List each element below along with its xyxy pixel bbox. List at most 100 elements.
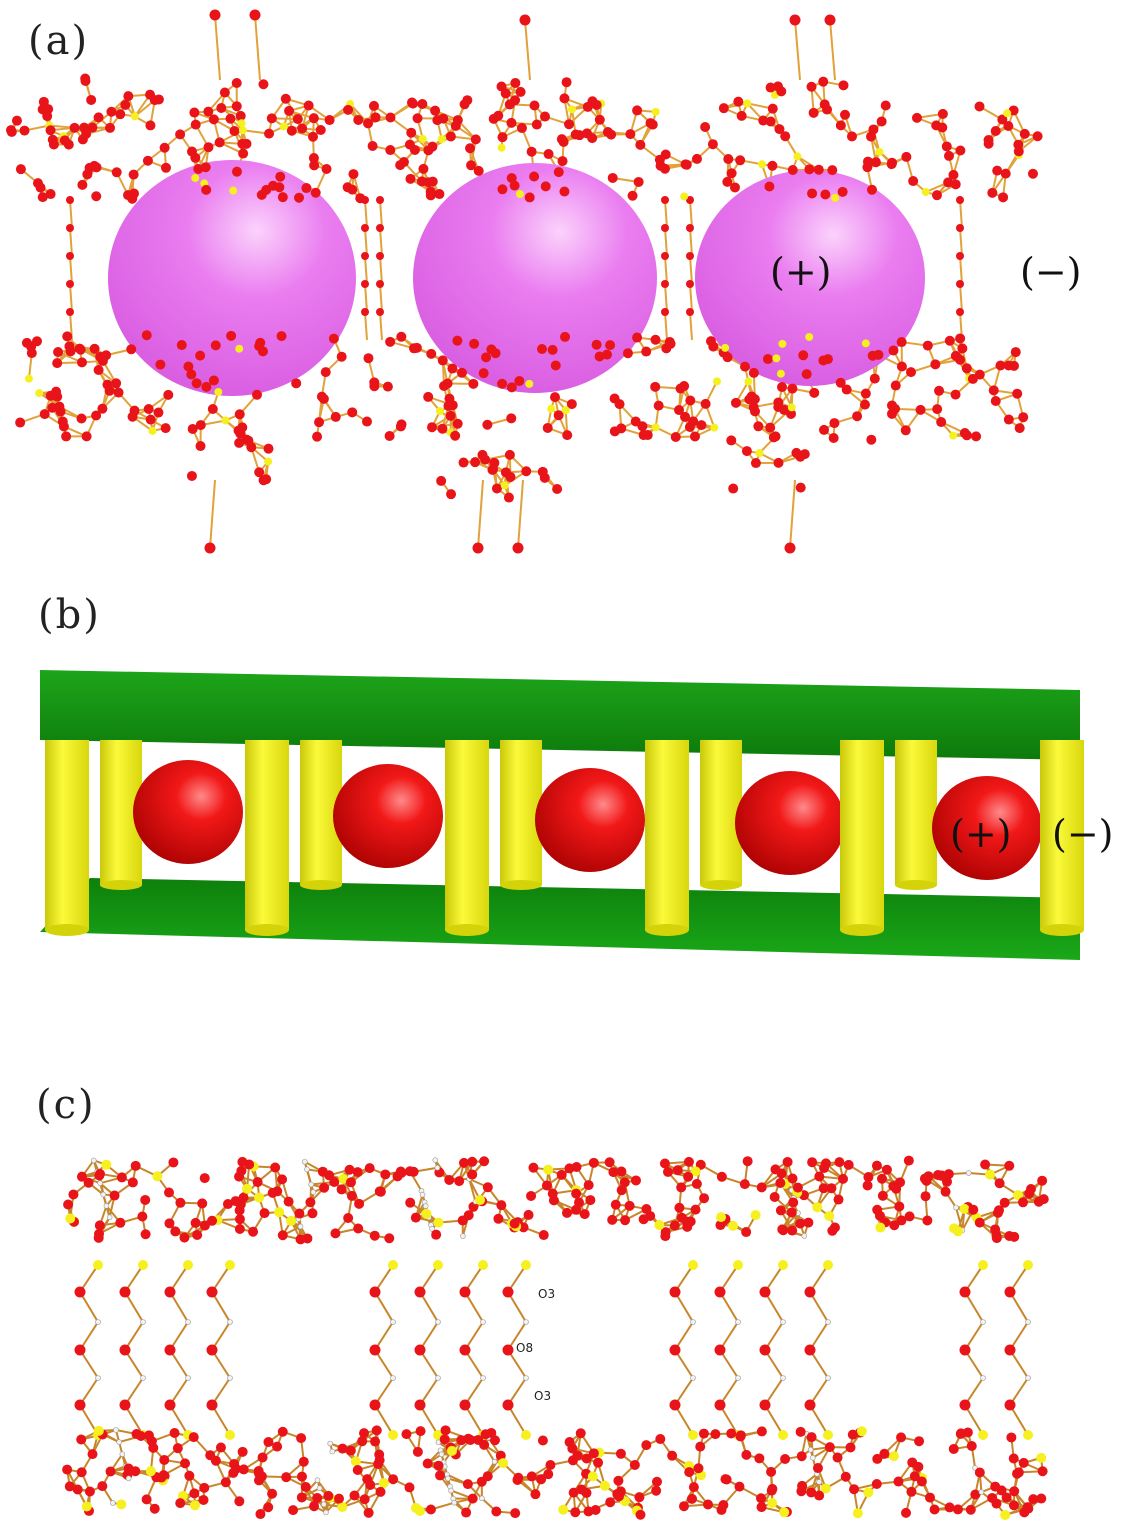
oxygen-atom [220,1477,231,1488]
oxygen-atom [75,344,86,355]
oxygen-atom [321,163,332,174]
hydrogen-atom [479,1495,485,1502]
oxygen-atom [607,1214,618,1225]
oxygen-atom [512,542,524,554]
oxygen-atom [270,1162,281,1173]
pillar-base [645,924,689,936]
oxygen-atom [714,1286,726,1298]
oxygen-atom [415,1426,426,1437]
oxygen-atom [835,377,846,388]
oxygen-atom [195,420,206,431]
oxygen-atom [741,1227,752,1238]
oxygen-atom [950,179,961,190]
silicon-atom [433,1260,443,1270]
oxygen-atom [988,385,999,396]
chain-bond [964,1349,984,1379]
oxygen-atom [395,1166,406,1177]
oxygen-atom [292,114,303,125]
pillar-bond [664,255,668,285]
oxygen-atom [175,1197,186,1208]
silicon-atom [787,403,796,412]
oxygen-atom [149,1503,160,1514]
oxygen-atom [430,105,441,116]
oxygen-atom [553,167,564,178]
oxygen-atom [15,164,26,175]
lower-layer-slab [40,878,1080,960]
silicon-atom [863,1487,874,1498]
chain-bond [464,1404,484,1436]
atom-label-o3-bottom: O3 [534,1389,551,1403]
oxygen-atom [408,1166,419,1177]
silicon-atom [793,152,802,161]
oxygen-atom [961,363,972,374]
oxygen-atom [750,458,761,469]
pillar [700,740,742,885]
oxygen-atom [199,1220,210,1231]
hydrogen-atom [116,1439,122,1445]
oxygen-atom [616,1166,627,1177]
oxygen-atom [319,1182,330,1193]
oxygen-atom [1008,1453,1019,1464]
oxygen-atom [452,335,463,346]
silicon-atom [1036,1452,1047,1463]
hydrogen-atom [807,1446,814,1453]
oxygen-atom [987,187,998,198]
oxygen-atom [19,125,30,136]
oxygen-atom [486,1427,497,1438]
oxygen-atom [205,1450,216,1461]
oxygen-atom [219,87,230,98]
hydrogen-atom [103,1203,110,1209]
oxygen-atom [307,1208,318,1219]
oxygen-atom [967,373,978,384]
oxygen-atom [829,418,840,429]
pillar-base [445,924,489,936]
oxygen-atom [735,155,746,166]
oxygen-atom [1024,1188,1035,1199]
oxygen-atom [125,190,136,201]
oxygen-atom [188,1432,199,1443]
silicon-atom [475,1195,486,1206]
oxygen-atom [66,308,74,316]
oxygen-atom [591,339,602,350]
oxygen-atom [444,1174,455,1185]
oxygen-atom [741,446,752,457]
silicon-atom [525,379,534,388]
silicon-atom [433,1217,444,1228]
oxygen-atom [877,1190,888,1201]
oxygen-atom [762,354,773,365]
oxygen-atom [1006,1432,1017,1443]
oxygen-atom [650,334,661,345]
hydrogen-atom [451,1499,458,1506]
oxygen-atom [538,1230,549,1241]
silicon-atom [152,1171,163,1182]
chain-bond [419,1321,439,1351]
oxygen-atom [281,1472,292,1483]
oxygen-atom [323,1490,334,1501]
oxygen-atom [254,467,265,478]
oxygen-atom [183,361,194,372]
oxygen-atom [944,335,955,346]
oxygen-atom [395,421,406,432]
oxygen-atom [228,1467,239,1478]
oxygen-atom [39,409,50,420]
oxygen-atom [510,77,521,88]
oxygen-atom [862,156,873,167]
oxygen-atom [222,1199,233,1210]
oxygen-atom [807,1157,818,1168]
oxygen-atom [238,148,249,159]
pillar-base [100,880,142,890]
oxygen-atom [352,1464,363,1475]
oxygen-atom [225,113,236,124]
oxygen-atom [720,1474,731,1485]
oxygen-atom [870,157,881,168]
oxygen-atom [787,165,798,176]
oxygen-atom [615,1448,626,1459]
oxygen-atom [414,1399,426,1411]
oxygen-atom [105,122,116,133]
oxygen-atom [992,165,1003,176]
pillar-bond [664,199,668,229]
chain-bond [674,1349,694,1379]
oxygen-atom [767,160,778,171]
oxygen-atom [354,1198,365,1209]
oxygen-atom [179,1232,190,1243]
